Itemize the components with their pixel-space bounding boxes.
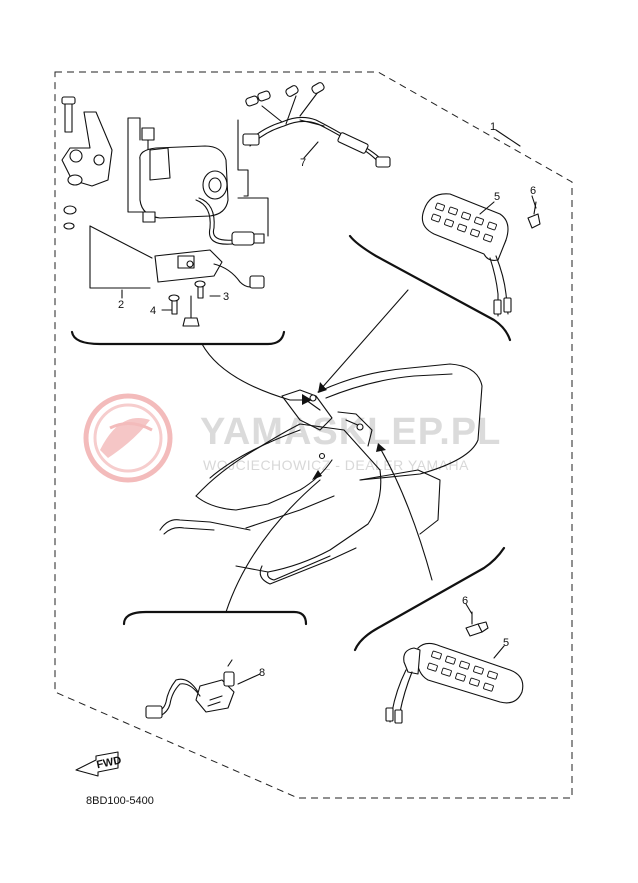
part-label-3: 3 xyxy=(223,291,229,303)
throttle-housing-assembly xyxy=(61,96,269,327)
callout-labels: 1 2 3 4 5 6 7 8 5 6 xyxy=(118,121,536,679)
diagram-code: 8BD100-5400 xyxy=(86,795,154,807)
leader-lines xyxy=(70,234,512,652)
grip-lower-pattern xyxy=(427,650,498,692)
snowmobile-outline xyxy=(159,363,483,585)
watermark: YAMASKLEP.PL WOJCIECHOWICZ - DEALER YAMA… xyxy=(83,393,501,483)
plug-upper xyxy=(527,201,541,229)
part-label-7: 7 xyxy=(300,157,306,169)
forward-arrow-icon: FWD xyxy=(75,751,123,777)
part-label-1: 1 xyxy=(490,121,496,133)
part-label-6-lower: 6 xyxy=(462,595,468,607)
watermark-logo-icon xyxy=(83,393,173,483)
part-label-5-upper: 5 xyxy=(494,191,500,203)
grip-upper xyxy=(421,193,512,317)
part-label-2: 2 xyxy=(118,299,124,311)
part-label-8: 8 xyxy=(259,667,265,679)
grip-lower xyxy=(385,642,524,724)
callout-leaders xyxy=(121,129,537,685)
part-label-6-upper: 6 xyxy=(530,185,536,197)
part-label-5-lower: 5 xyxy=(503,637,509,649)
direction-label: FWD xyxy=(95,754,122,771)
watermark-subtext: WOJCIECHOWICZ - DEALER YAMAHA xyxy=(203,457,469,473)
wire-harness xyxy=(242,82,391,168)
switch-assembly xyxy=(145,659,235,719)
grip-pattern xyxy=(431,202,497,243)
watermark-text: YAMASKLEP.PL xyxy=(200,411,501,453)
part-label-4: 4 xyxy=(150,305,156,317)
plug-lower xyxy=(465,611,489,637)
